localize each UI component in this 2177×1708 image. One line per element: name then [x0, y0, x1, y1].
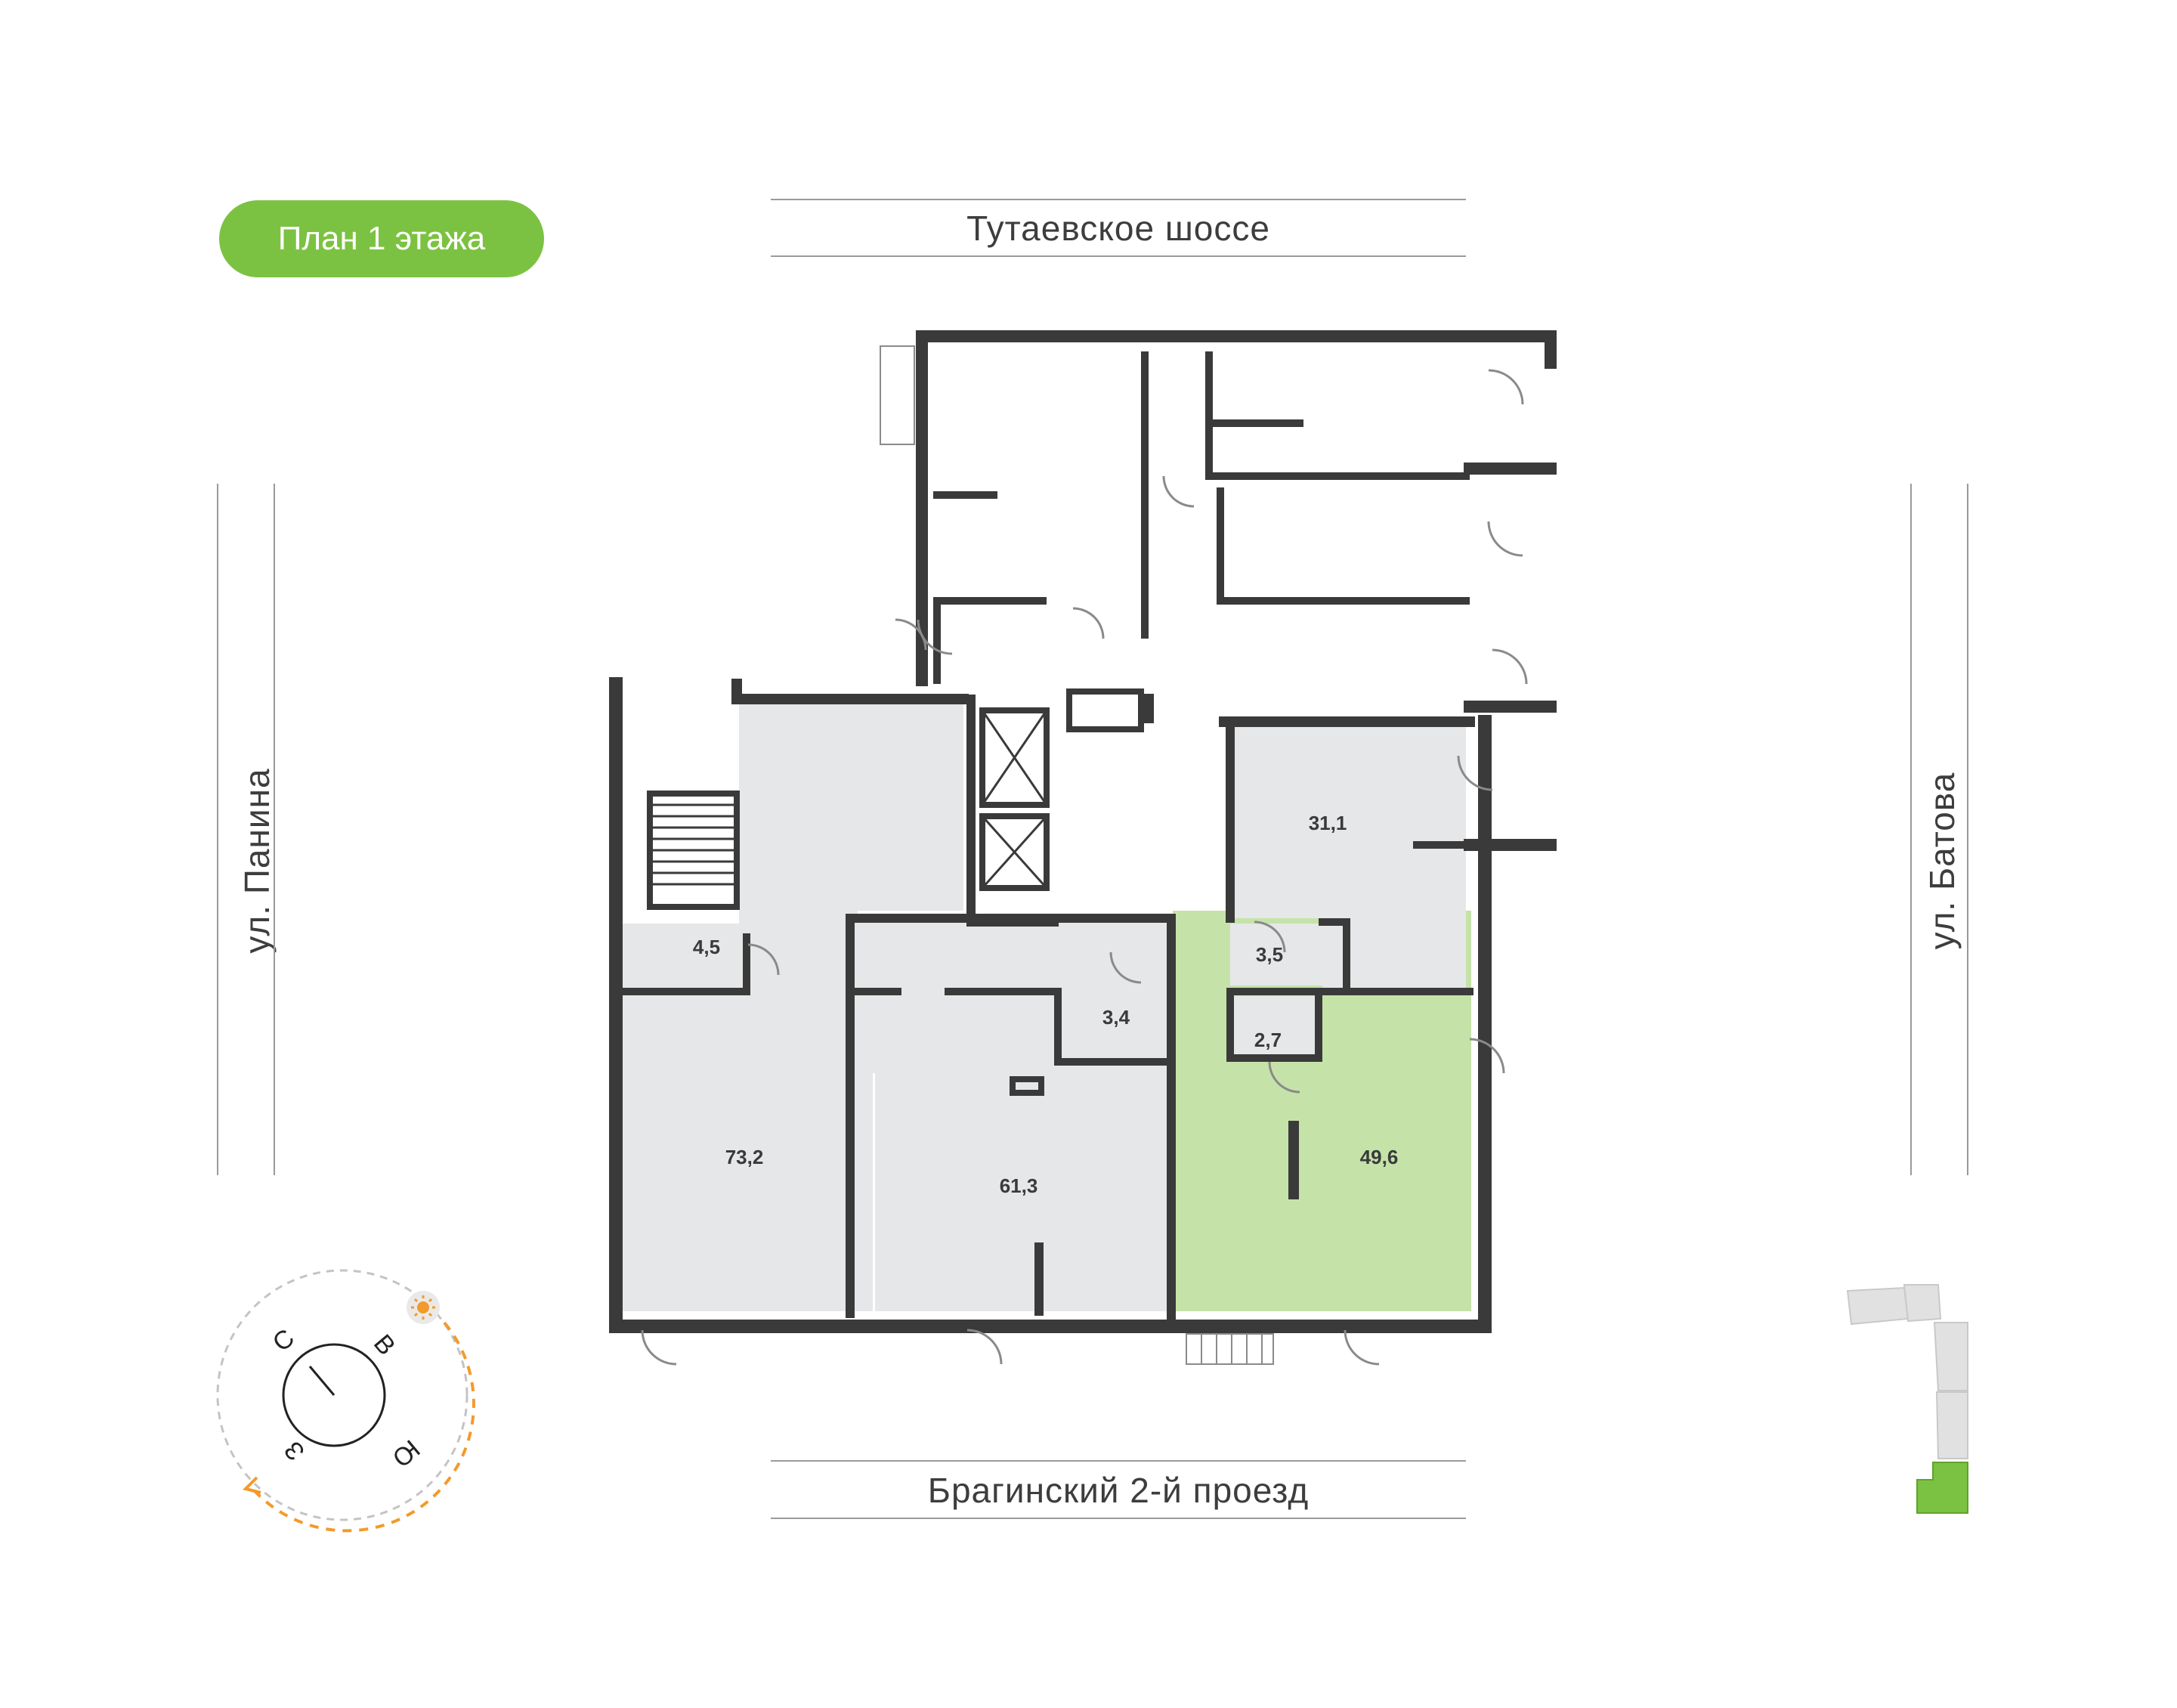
street-line-right-a	[1910, 484, 1912, 1175]
room-31-fill[interactable]	[1230, 722, 1466, 992]
doors	[641, 369, 1528, 1366]
room-61-fill[interactable]	[850, 922, 1167, 1311]
room-fills	[621, 699, 1471, 1311]
room-27-fill[interactable]	[1230, 996, 1319, 1058]
room-label-49: 49,6	[1360, 1146, 1399, 1168]
sun-path-arc	[248, 1321, 475, 1533]
street-label-bottom: Брагинский 2-й проезд	[927, 1471, 1310, 1510]
room-label-73: 73,2	[725, 1146, 764, 1168]
walls	[609, 330, 1557, 1333]
compass-east: В	[368, 1329, 401, 1361]
room-34-fill[interactable]	[1062, 996, 1166, 1057]
room-73-fill[interactable]	[621, 699, 963, 1311]
floor-plan-badge: План 1 этажа	[219, 200, 544, 277]
street-line-bottom-upper	[771, 1460, 1466, 1462]
street-line-bottom-lower	[771, 1518, 1466, 1519]
room-label-45: 4,5	[693, 936, 720, 958]
building-locator-selected	[1916, 1462, 1968, 1514]
compass-west: З	[279, 1435, 311, 1465]
room-45-fill[interactable]	[621, 924, 742, 990]
room-label-31: 31,1	[1309, 812, 1347, 834]
balconies	[880, 345, 1274, 1365]
compass-north: С	[267, 1323, 300, 1357]
room-35-fill[interactable]	[1230, 924, 1344, 986]
compass-south: Ю	[387, 1434, 425, 1472]
compass-arrow-icon	[308, 1366, 336, 1396]
sun-path-arrow	[243, 1476, 261, 1494]
room-label-34: 3,4	[1102, 1006, 1130, 1029]
room-label-61: 61,3	[1000, 1174, 1038, 1197]
room-labels: 73,2 61,3 49,6 31,1 4,5 3,5 3,4 2,7	[693, 812, 1398, 1197]
room-label-35: 3,5	[1256, 943, 1283, 966]
street-label-top: Тутаевское шоссе	[966, 209, 1270, 248]
street-line-right-b	[1967, 484, 1968, 1175]
sun-icon-core	[417, 1301, 429, 1313]
street-line-top-upper	[771, 199, 1466, 200]
compass: С В Ю З	[216, 1269, 475, 1533]
building-locator-icon	[1846, 1284, 1968, 1514]
room-label-27: 2,7	[1254, 1029, 1282, 1051]
street-line-left-a	[217, 484, 218, 1175]
street-line-left-b	[274, 484, 275, 1175]
street-line-top-lower	[771, 255, 1466, 257]
